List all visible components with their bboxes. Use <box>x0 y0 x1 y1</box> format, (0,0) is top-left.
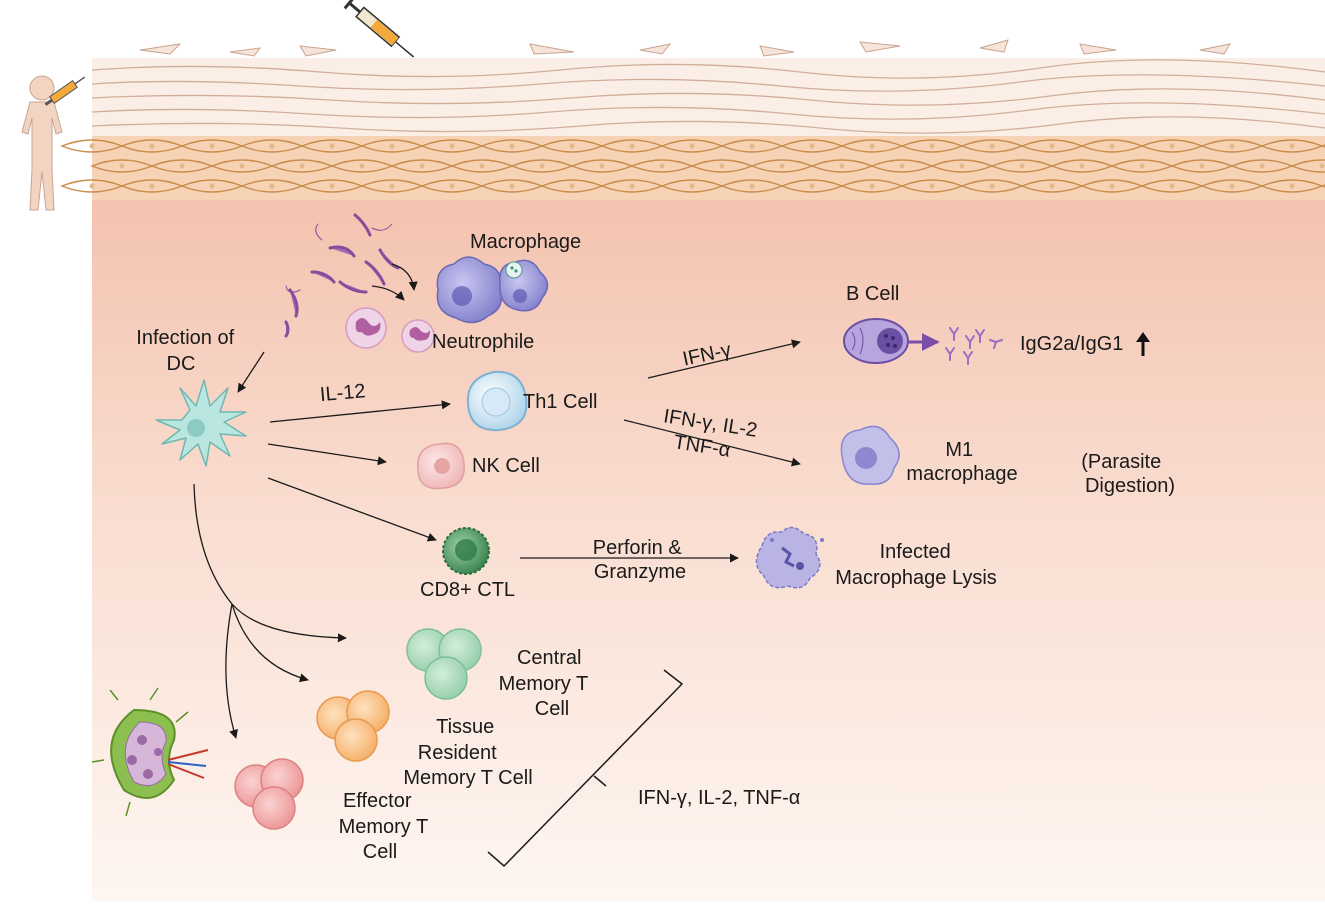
label-perforin-granzyme: Perforin & Granzyme <box>593 537 688 583</box>
label-memory-cytokines: IFN-γ, IL-2, TNF-α <box>638 787 800 809</box>
arrow-to-central-memory <box>231 603 347 643</box>
label-cd8-ctl: CD8+ CTL <box>420 579 515 601</box>
label-nk-cell: NK Cell <box>472 455 540 477</box>
label-il12: IL-12 <box>319 380 366 406</box>
macrophage-cells <box>436 256 549 324</box>
m1-macrophage-cell <box>840 425 900 485</box>
syringe-icon <box>343 0 415 58</box>
stratum-corneum <box>91 39 1325 136</box>
arrow-th1-to-m1 <box>623 419 801 467</box>
arrow-parasite-to-macrophage <box>391 263 418 291</box>
parasite-cluster <box>284 213 400 338</box>
arrow-dc-to-th1 <box>269 400 451 423</box>
antibody-icon <box>945 327 1003 365</box>
label-central-memory: Central Memory T Cell <box>499 647 594 720</box>
label-infection-of-dc: Infection of DC <box>136 327 239 375</box>
cd8-ctl-cell <box>442 527 490 575</box>
memory-cytokine-bracket <box>487 669 684 868</box>
label-tissue-resident-memory: Tissue Resident Memory T Cell <box>403 716 532 789</box>
nk-cell <box>417 442 465 490</box>
b-cell <box>843 318 940 364</box>
arrow-dc-to-lymph <box>193 483 233 605</box>
up-arrow-icon <box>1136 332 1150 356</box>
dendritic-cell <box>155 379 247 467</box>
arrows <box>193 263 801 739</box>
tissue-resident-memory-t-cells <box>316 690 390 762</box>
central-memory-t-cells <box>406 628 482 700</box>
infected-macrophage-cell <box>755 526 824 589</box>
arrow-to-effector <box>225 603 238 739</box>
arrow-dc-to-nk <box>267 443 387 466</box>
label-macrophage: Macrophage <box>470 231 581 253</box>
neutrophil-cells <box>345 307 435 353</box>
effector-memory-t-cells <box>234 758 304 830</box>
arrow-th1-to-bcell <box>647 339 801 379</box>
th1-cell <box>466 370 528 432</box>
label-b-cell: B Cell <box>846 283 899 305</box>
label-th1-cell: Th1 Cell <box>523 391 597 413</box>
label-infected-lysis: Infected Macrophage Lysis <box>835 541 997 589</box>
arrow-parasite-to-dc <box>237 351 265 393</box>
human-body-icon <box>21 75 86 211</box>
lymph-node-icon <box>91 687 209 817</box>
label-parasite-digestion: (Parasite Digestion) <box>1081 451 1175 497</box>
label-m1-macrophage: M1 macrophage <box>906 439 1017 485</box>
arrow-dc-to-cd8 <box>267 477 437 542</box>
arrow-to-tissue-resident <box>231 603 309 683</box>
label-effector-memory: Effector Memory T Cell <box>339 790 434 863</box>
epidermis-layer <box>60 136 1325 200</box>
arrow-parasite-to-neutrophil <box>371 285 405 301</box>
label-neutrophile: Neutrophile <box>432 331 534 353</box>
label-igg-ratio: IgG2a/IgG1 <box>1020 333 1123 355</box>
